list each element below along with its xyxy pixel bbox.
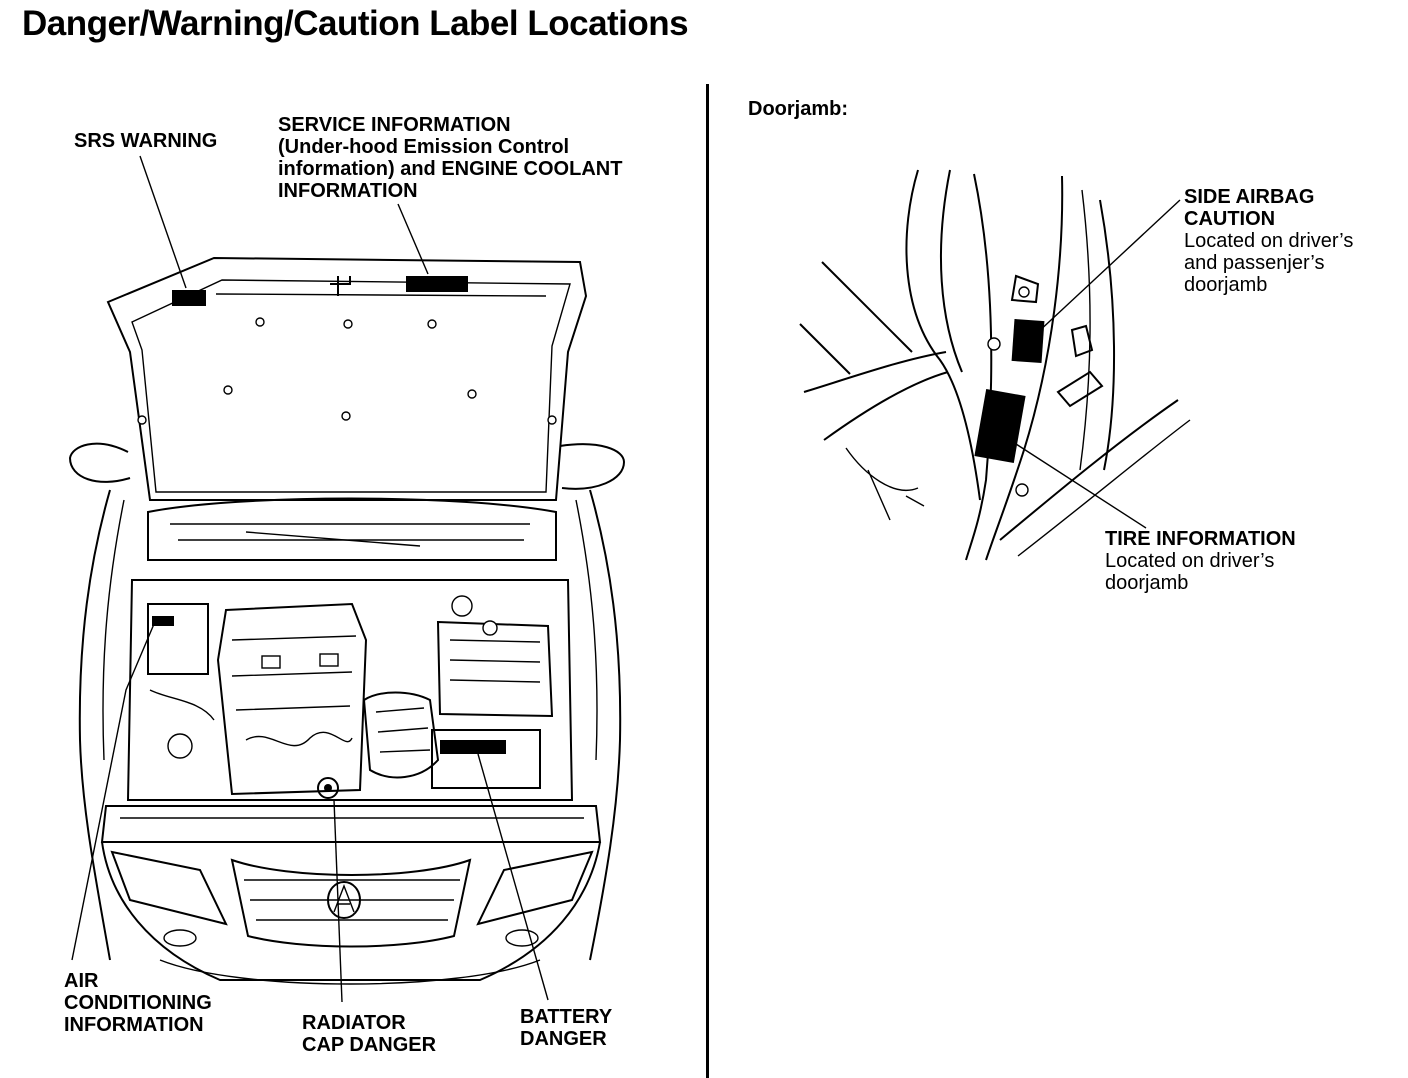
service-info-line-4: INFORMATION [278,180,418,202]
side-airbag-title-2: CAUTION [1184,208,1276,230]
center-divider [706,84,709,1078]
side-airbag-note-2: and passenjer’s [1184,252,1325,274]
battery-line-2: DANGER [520,1028,607,1050]
service-info-line-2: (Under-hood Emission Control [278,136,570,158]
tire-info-title: TIRE INFORMATION [1105,528,1296,550]
doorjamb-heading: Doorjamb: [748,98,848,120]
service-info-tag [406,276,468,292]
page-title: Danger/Warning/Caution Label Locations [22,4,689,43]
srs-warning-text: SRS WARNING [74,130,218,152]
battery-danger-tag [440,740,506,754]
ac-line-1: AIR [64,970,99,992]
tire-info-tag [974,389,1026,463]
side-airbag-tag [1011,319,1045,363]
service-info-line-1: SERVICE INFORMATION [278,114,511,136]
ac-info-tag [152,616,174,626]
doorjamb-heading-text: Doorjamb: [748,98,848,120]
radiator-cap-label: RADIATOR CAP DANGER [302,1012,436,1056]
car-illustration [68,155,626,1003]
side-airbag-title-1: SIDE AIRBAG [1184,186,1315,208]
battery-line-1: BATTERY [520,1006,613,1028]
ac-line-3: INFORMATION [64,1014,204,1036]
ac-line-2: CONDITIONING [64,992,212,1014]
side-airbag-note-3: doorjamb [1184,274,1268,296]
tire-info-note-1: Located on driver’s [1105,550,1275,572]
radiator-line-2: CAP DANGER [302,1034,437,1056]
side-airbag-note-1: Located on driver’s [1184,230,1354,252]
air-conditioning-label: AIR CONDITIONING INFORMATION [64,970,212,1036]
service-info-line-3: information) and ENGINE COOLANT [278,158,623,180]
tire-info-note-2: doorjamb [1105,572,1189,594]
service-info-label: SERVICE INFORMATION (Under-hood Emission… [278,114,622,202]
tire-info-label: TIRE INFORMATION Located on driver’s doo… [1105,528,1296,594]
srs-warning-label: SRS WARNING [74,130,217,152]
srs-warning-tag [172,290,206,306]
battery-label: BATTERY DANGER [520,1006,612,1050]
doorjamb-illustration [799,169,1191,561]
radiator-line-1: RADIATOR [302,1012,406,1034]
side-airbag-label: SIDE AIRBAG CAUTION Located on driver’s … [1184,186,1353,296]
